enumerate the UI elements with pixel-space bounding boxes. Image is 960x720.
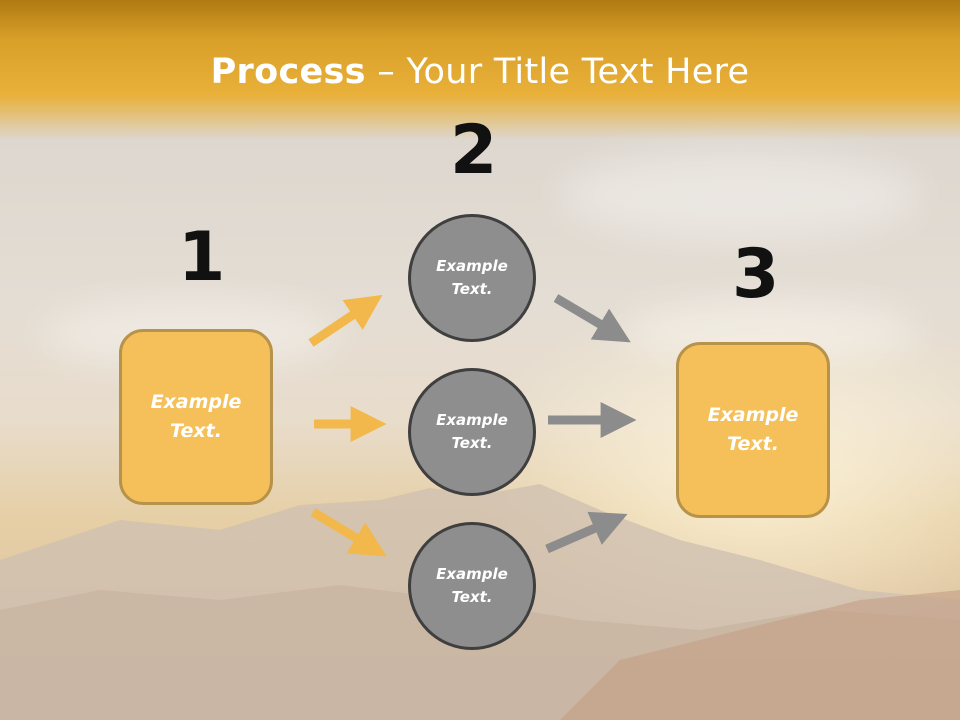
step-number-1: 1 (178, 218, 226, 297)
arrow-orange-down (310, 508, 387, 557)
arrow-gray-down (553, 294, 631, 343)
step1-box: Example Text. (119, 329, 273, 505)
circle-top-label: Example Text. (436, 257, 508, 298)
circle-middle-label: Example Text. (436, 411, 508, 452)
step-number-3: 3 (732, 235, 780, 314)
step2-circle-bottom: Example Text. (408, 522, 536, 650)
step3-box: Example Text. (676, 342, 830, 518)
step3-box-label: Example Text. (707, 404, 799, 455)
page-title: Process – Your Title Text Here (0, 52, 960, 92)
arrow-gray-up (545, 511, 628, 554)
step2-circle-middle: Example Text. (408, 368, 536, 496)
cloud (560, 150, 920, 240)
circle-bottom-label: Example Text. (436, 565, 508, 606)
title-rest: – Your Title Text Here (365, 52, 750, 92)
step-number-2: 2 (450, 111, 498, 190)
step2-circle-top: Example Text. (408, 214, 536, 342)
title-bold: Process (210, 52, 366, 92)
step1-box-label: Example Text. (150, 391, 242, 442)
arrow-orange-up (308, 294, 383, 347)
